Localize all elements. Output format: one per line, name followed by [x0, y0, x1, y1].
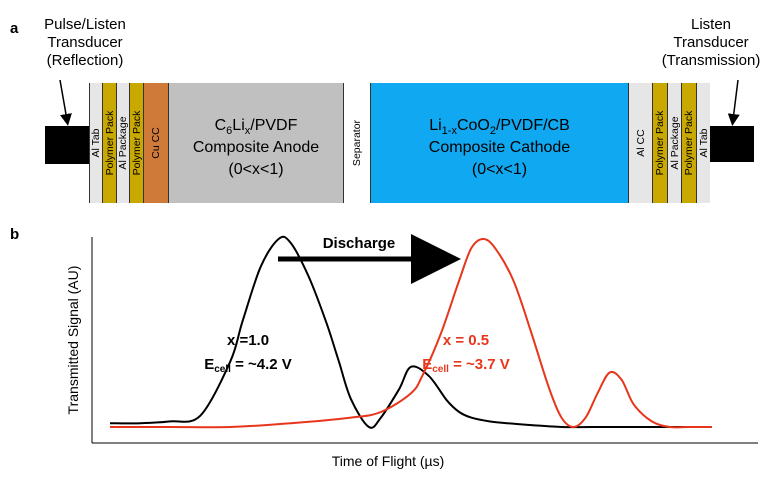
separator-layer: Separator	[343, 83, 370, 203]
anode-formula: C6Lix/PVDF	[214, 117, 298, 138]
layer-label: Polymer Pack	[654, 110, 666, 176]
discharge-label: Discharge	[323, 235, 396, 252]
left-transducer	[45, 126, 89, 164]
red-series-annotation: x = 0.5	[443, 332, 489, 349]
left-transducer-line2: Transducer	[47, 34, 123, 51]
cathode-title: Composite Cathode	[428, 139, 571, 156]
right-transducer	[710, 126, 754, 162]
right-transducer-arrow	[727, 79, 740, 126]
cathode-layer: Li1-xCoO2/PVDF/CB Composite Cathode (0<x…	[370, 83, 628, 203]
left-transducer-line1: Pulse/Listen	[44, 16, 126, 33]
layer-label: Al Tab	[90, 128, 102, 158]
layer-polymer-pack-left-1: Polymer Pack	[102, 83, 116, 203]
black-series-annotation: x =1.0	[227, 332, 269, 349]
layer-cu-cc: Cu CC	[143, 83, 168, 203]
left-transducer-label: Pulse/Listen Transducer (Reflection)	[20, 16, 150, 70]
right-transducer-line2: Transducer	[673, 34, 749, 51]
layer-label: Polymer Pack	[103, 110, 116, 176]
cathode-formula: Li1-xCoO2/PVDF/CB	[429, 117, 570, 138]
anode-range: (0<x<1)	[228, 161, 284, 178]
black-series-voltage: Ecell = ~4.2 V	[204, 356, 292, 375]
red-series-voltage: Ecell = ~3.7 V	[422, 356, 510, 375]
layer-label: Cu CC	[150, 127, 162, 159]
layer-al-tab-right: Al Tab	[696, 83, 710, 203]
series-line-x-1-0	[109, 235, 712, 429]
signal-chart: Transmitted Signal (AU) Time of Flight (…	[65, 234, 758, 469]
layer-label: Al Package	[668, 116, 681, 170]
layer-al-package-left: Al Package	[116, 83, 129, 203]
right-transducer-line1: Listen	[690, 16, 732, 33]
right-transducer-label: Listen Transducer (Transmission)	[646, 16, 775, 70]
right-transducer-line3: (Transmission)	[661, 52, 761, 69]
layer-al-tab-left: Al Tab	[89, 83, 102, 203]
series-line-x-0-5	[110, 237, 712, 429]
transducer-arrows	[59, 79, 740, 126]
layer-polymer-pack-right-1: Polymer Pack	[652, 83, 667, 203]
layer-label: Al Package	[117, 116, 129, 170]
anode-layer: C6Lix/PVDF Composite Anode (0<x<1)	[168, 83, 343, 203]
layer-label: Al CC	[634, 129, 647, 157]
layer-al-cc: Al CC	[628, 83, 652, 203]
layer-label: Polymer Pack	[130, 110, 143, 176]
layer-label: Al Tab	[697, 128, 710, 158]
left-transducer-arrow	[59, 79, 72, 126]
y-axis-label: Transmitted Signal (AU)	[65, 266, 81, 415]
anode-title: Composite Anode	[192, 139, 320, 156]
left-transducer-line3: (Reflection)	[46, 52, 124, 69]
x-axis-label: Time of Flight (µs)	[332, 453, 445, 469]
layer-polymer-pack-right-2: Polymer Pack	[681, 83, 696, 203]
panel-b-label: b	[10, 226, 20, 243]
layer-polymer-pack-left-2: Polymer Pack	[129, 83, 143, 203]
layer-label: Polymer Pack	[683, 110, 695, 176]
separator-label: Separator	[351, 119, 363, 167]
panel-a-label: a	[10, 20, 19, 37]
cathode-range: (0<x<1)	[471, 161, 528, 178]
layer-al-package-right: Al Package	[667, 83, 681, 203]
